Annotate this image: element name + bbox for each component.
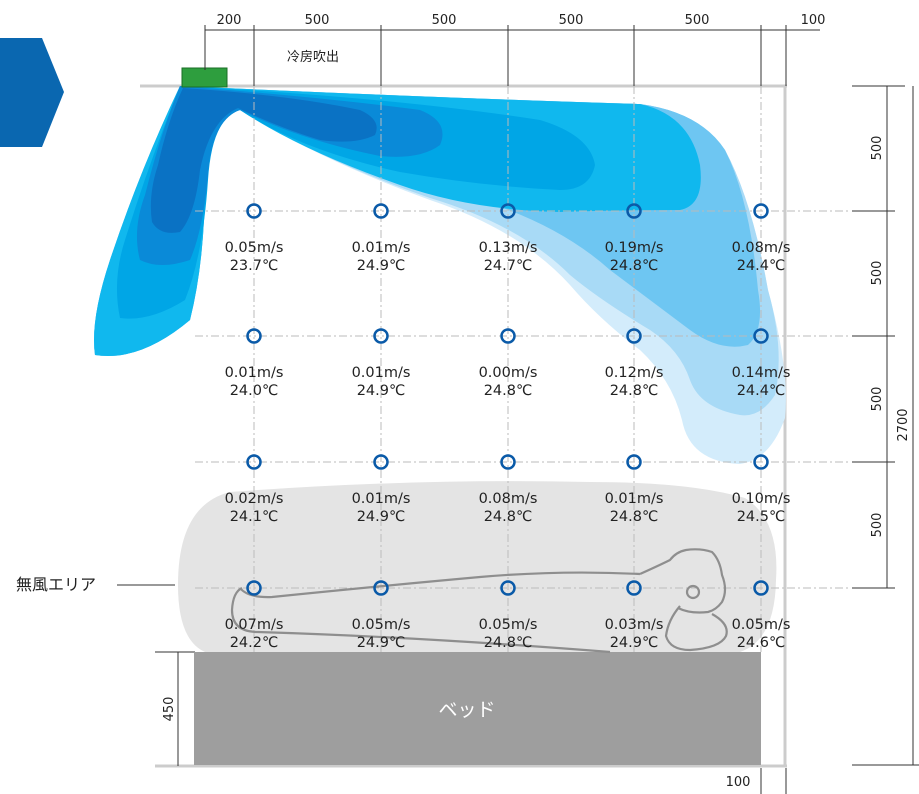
temperature-reading: 24.9℃	[610, 635, 659, 651]
measurement-point-icon	[246, 328, 262, 344]
measurement-point-icon	[246, 454, 262, 470]
air-speed-reading: 0.08m/s	[479, 491, 538, 507]
air-speed-reading: 0.01m/s	[352, 365, 411, 381]
temperature-reading: 24.1℃	[230, 509, 279, 525]
dim-top-4: 500	[685, 13, 710, 28]
measurement-point-icon	[626, 203, 642, 219]
measurement-point-icon	[500, 203, 516, 219]
air-speed-reading: 0.00m/s	[479, 365, 538, 381]
temperature-reading: 24.8℃	[610, 509, 659, 525]
air-speed-reading: 0.12m/s	[605, 365, 664, 381]
measurement-point-icon	[753, 580, 769, 596]
bottom-dimension-line	[760, 768, 787, 794]
dim-bed-height: 450	[162, 697, 177, 722]
air-speed-reading: 0.01m/s	[225, 365, 284, 381]
air-speed-reading: 0.08m/s	[732, 240, 791, 256]
temperature-reading: 24.9℃	[357, 509, 406, 525]
measurement-point-icon	[373, 454, 389, 470]
measurement-point-icon	[626, 454, 642, 470]
temperature-reading: 23.7℃	[230, 258, 279, 274]
temperature-reading: 24.4℃	[737, 258, 786, 274]
dim-top-2: 500	[432, 13, 457, 28]
measurement-point-icon	[246, 580, 262, 596]
top-dimension-labels: 200 500 500 500 500 100	[217, 13, 826, 28]
measurement-point-icon	[373, 203, 389, 219]
dim-top-0: 200	[217, 13, 242, 28]
measurement-point-icon	[626, 580, 642, 596]
air-speed-reading: 0.07m/s	[225, 617, 284, 633]
measurement-point-icon	[500, 580, 516, 596]
airflow-plume	[94, 86, 786, 464]
no-wind-zone-label: 無風エリア	[16, 575, 96, 594]
air-speed-reading: 0.13m/s	[479, 240, 538, 256]
air-speed-reading: 0.01m/s	[352, 491, 411, 507]
temperature-reading: 24.2℃	[230, 635, 279, 651]
measurement-points	[246, 203, 769, 596]
no-wind-zone	[178, 481, 777, 652]
temperature-reading: 24.8℃	[484, 509, 533, 525]
right-dimension-labels: 500 500 500 500 2700	[870, 136, 911, 538]
temperature-reading: 24.5℃	[737, 509, 786, 525]
measurement-point-icon	[753, 203, 769, 219]
dim-top-3: 500	[559, 13, 584, 28]
dim-right-1: 500	[870, 261, 885, 286]
measurement-point-icon	[500, 454, 516, 470]
ac-outlet-icon	[181, 67, 228, 88]
dim-bottom: 100	[726, 775, 751, 790]
temperature-reading: 24.9℃	[357, 635, 406, 651]
air-speed-reading: 0.05m/s	[732, 617, 791, 633]
air-speed-reading: 0.02m/s	[225, 491, 284, 507]
measurement-point-icon	[753, 328, 769, 344]
temperature-reading: 24.0℃	[230, 383, 279, 399]
temperature-reading: 24.7℃	[484, 258, 533, 274]
dim-top-1: 500	[305, 13, 330, 28]
temperature-reading: 24.8℃	[610, 258, 659, 274]
temperature-reading: 24.8℃	[610, 383, 659, 399]
dim-right-0: 500	[870, 136, 885, 161]
bed-dimension-line	[155, 651, 195, 766]
grid-lines	[195, 86, 850, 652]
air-speed-reading: 0.14m/s	[732, 365, 791, 381]
bed	[194, 652, 761, 765]
air-speed-reading: 0.01m/s	[352, 240, 411, 256]
air-speed-reading: 0.19m/s	[605, 240, 664, 256]
air-speed-reading: 0.10m/s	[732, 491, 791, 507]
chevron-right-icon[interactable]	[0, 38, 64, 147]
air-speed-reading: 0.05m/s	[225, 240, 284, 256]
temperature-reading: 24.8℃	[484, 635, 533, 651]
air-speed-reading: 0.05m/s	[479, 617, 538, 633]
dim-total-height: 2700	[896, 408, 911, 441]
dim-right-3: 500	[870, 513, 885, 538]
air-speed-reading: 0.05m/s	[352, 617, 411, 633]
outlet-label: 冷房吹出	[287, 49, 339, 65]
measurement-point-icon	[373, 328, 389, 344]
dim-top-5: 100	[801, 13, 826, 28]
measurement-point-icon	[246, 203, 262, 219]
sleeping-person-icon	[230, 548, 728, 654]
temperature-reading: 24.9℃	[357, 258, 406, 274]
bed-label: ベッド	[438, 699, 495, 721]
measurement-point-icon	[753, 454, 769, 470]
dim-right-2: 500	[870, 387, 885, 412]
top-dimension-line	[204, 25, 820, 86]
temperature-reading: 24.4℃	[737, 383, 786, 399]
measurement-readings: 0.05m/s 23.7℃ 0.01m/s 24.9℃ 0.13m/s 24.7℃ 0.19…	[225, 240, 791, 651]
measurement-point-icon	[626, 328, 642, 344]
temperature-reading: 24.8℃	[484, 383, 533, 399]
temperature-reading: 24.9℃	[357, 383, 406, 399]
temperature-reading: 24.6℃	[737, 635, 786, 651]
air-speed-reading: 0.03m/s	[605, 617, 664, 633]
measurement-point-icon	[500, 328, 516, 344]
right-dimension-lines	[852, 85, 919, 766]
air-speed-reading: 0.01m/s	[605, 491, 664, 507]
measurement-point-icon	[373, 580, 389, 596]
